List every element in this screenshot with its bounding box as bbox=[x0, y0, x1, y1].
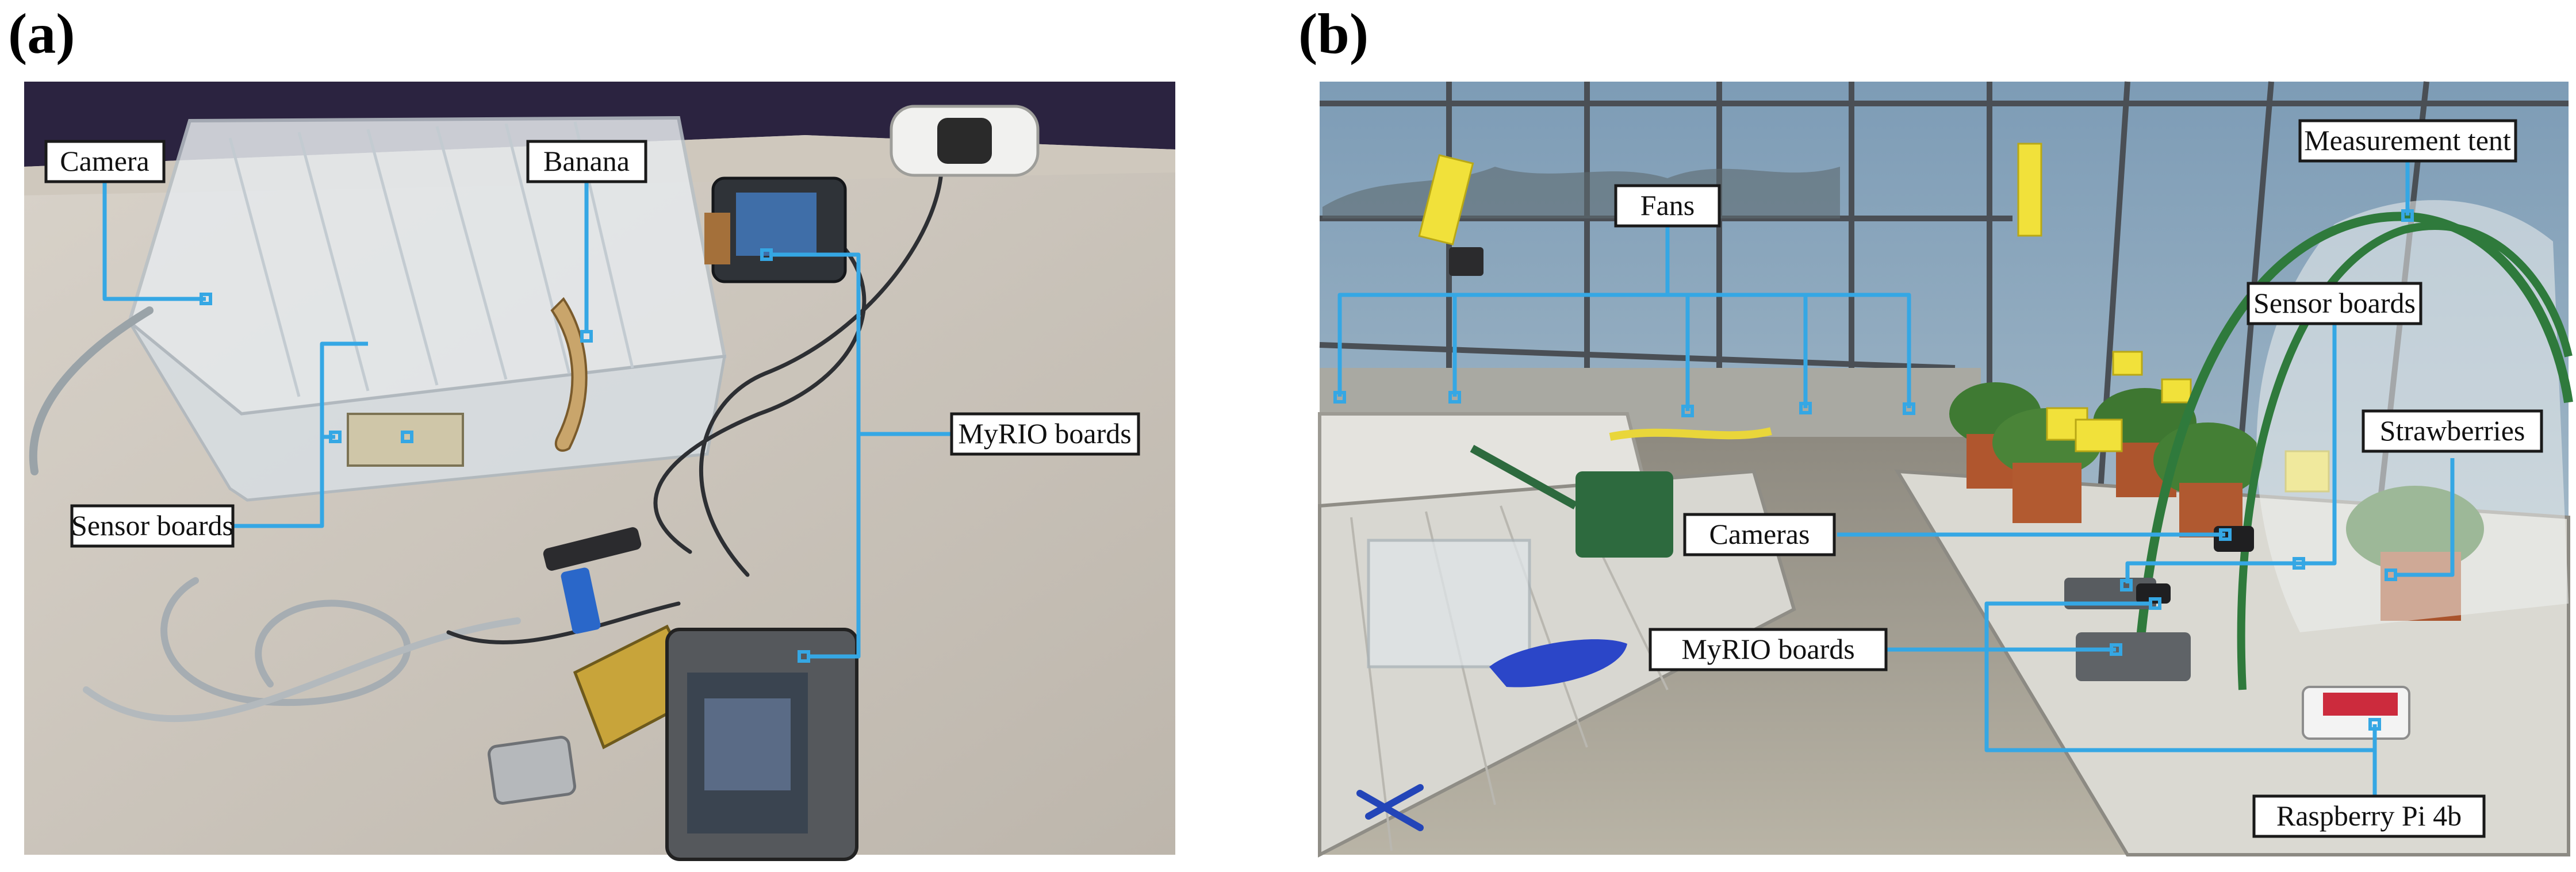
svg-text:Fans: Fans bbox=[1640, 189, 1695, 221]
svg-text:MyRIO boards: MyRIO boards bbox=[958, 417, 1131, 450]
myrio-marker-bottom bbox=[798, 650, 810, 663]
strawberries-leader bbox=[2395, 458, 2455, 577]
callout-banana: Banana bbox=[526, 140, 647, 183]
panel-b-photo bbox=[1318, 81, 2573, 858]
callout-cameras: Cameras bbox=[1683, 513, 1836, 556]
sensor-marker-left bbox=[329, 431, 342, 443]
fans-leader-bus bbox=[1337, 293, 1911, 408]
sensor-leader-b bbox=[2125, 324, 2337, 583]
svg-text:Measurement tent: Measurement tent bbox=[2304, 124, 2511, 156]
panel-a-letter: (a) bbox=[8, 2, 75, 66]
cables bbox=[29, 118, 944, 723]
callout-myrio-b: MyRIO boards bbox=[1649, 628, 1888, 671]
svg-text:Camera: Camera bbox=[60, 145, 149, 177]
panel-b: (b) bbox=[1298, 2, 2573, 858]
myrio-marker-top bbox=[760, 248, 773, 261]
myrio-leader-b2 bbox=[1984, 601, 2150, 650]
panel-b-letter: (b) bbox=[1298, 2, 1368, 66]
panel-a-leaders bbox=[102, 174, 952, 663]
callout-strawberries: Strawberries bbox=[2362, 409, 2543, 453]
callout-myrio: MyRIO boards bbox=[950, 412, 1140, 456]
callout-camera: Camera bbox=[44, 140, 166, 183]
banana-marker bbox=[580, 330, 593, 343]
callout-fans: Fans bbox=[1614, 184, 1721, 228]
raspberry-pi bbox=[2302, 686, 2410, 740]
sensor-leader-upper bbox=[320, 341, 368, 526]
svg-text:Raspberry Pi 4b: Raspberry Pi 4b bbox=[2276, 800, 2462, 832]
myrio-leader-bottom bbox=[808, 432, 952, 659]
panel-a-photo bbox=[24, 82, 1175, 861]
svg-text:Cameras: Cameras bbox=[1709, 518, 1810, 550]
svg-text:Strawberries: Strawberries bbox=[2380, 414, 2525, 447]
camera-marker bbox=[200, 293, 212, 305]
callout-measurement-tent: Measurement tent bbox=[2298, 119, 2517, 163]
myrio-main bbox=[573, 624, 858, 861]
sensor-marker-right bbox=[401, 431, 413, 443]
svg-text:Sensor boards: Sensor boards bbox=[71, 509, 233, 541]
camera-leader bbox=[102, 174, 206, 301]
plastic-box bbox=[127, 116, 727, 502]
callout-raspberry-pi: Raspberry Pi 4b bbox=[2252, 794, 2486, 838]
svg-text:Sensor boards: Sensor boards bbox=[2253, 287, 2416, 319]
panel-b-leaders bbox=[1333, 159, 2455, 796]
callout-sensor-boards: Sensor boards bbox=[70, 504, 235, 548]
svg-text:MyRIO boards: MyRIO boards bbox=[1681, 633, 1854, 665]
myrio-top bbox=[704, 176, 847, 283]
watering-can bbox=[1470, 444, 1673, 558]
svg-text:Banana: Banana bbox=[543, 145, 630, 177]
callout-sensor-boards-b: Sensor boards bbox=[2247, 282, 2422, 325]
myrio-leader-top bbox=[770, 252, 861, 434]
panel-a: (a) bbox=[8, 2, 1175, 861]
